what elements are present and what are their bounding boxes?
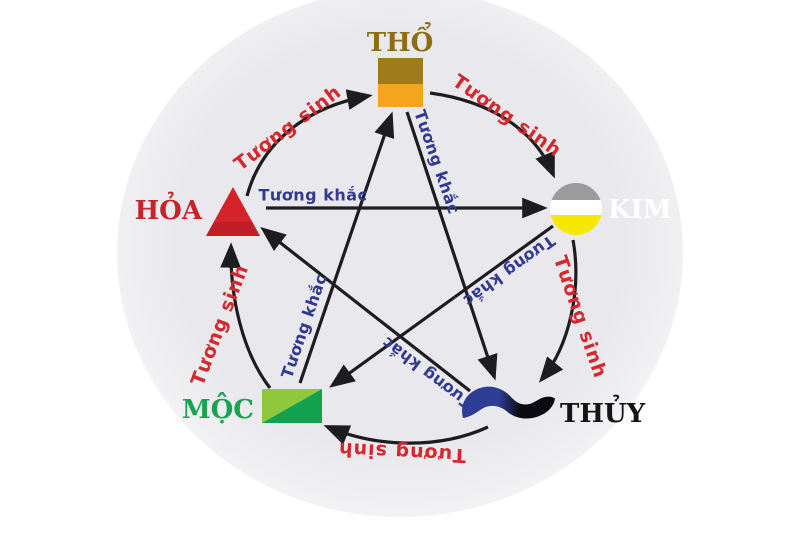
- sinh-arc-kim-thuy: [538, 239, 578, 383]
- metal-band-gray: [550, 183, 602, 200]
- earth-square-top: [378, 58, 423, 84]
- earth-square-icon: [378, 58, 423, 107]
- khac-arrow-thuy-hoa: [260, 227, 471, 393]
- sinh-arc-hoa-tho: [245, 89, 373, 197]
- khac-arrow-tho-thuy: [405, 111, 498, 381]
- metal-band-white: [550, 200, 602, 215]
- node-label-tho: THỔ: [367, 21, 434, 58]
- khac-arrow-moc-tho: [298, 111, 395, 384]
- node-label-moc: MỘC: [182, 391, 254, 425]
- sinh-arc-tho-kim: [429, 91, 555, 179]
- node-label-kim: KIM: [608, 195, 672, 225]
- khac-label-hoa-kim: Tương khắc: [258, 186, 367, 205]
- fire-triangle-shade: [206, 222, 260, 236]
- node-label-thuy: THỦY: [560, 394, 646, 429]
- earth-square-bottom: [378, 84, 423, 107]
- metal-circle-icon: [550, 183, 602, 235]
- wood-rect-dark: [262, 389, 322, 423]
- khac-arrow-kim-moc: [329, 224, 554, 388]
- khac-arrows: [260, 111, 554, 393]
- background-circle: [117, 0, 683, 517]
- sinh-arrows: [220, 89, 578, 445]
- wood-rect-icon: [262, 389, 322, 423]
- sinh-arc-thuy-moc: [323, 425, 489, 445]
- sinh-arc-moc-hoa: [220, 242, 272, 389]
- fire-triangle-icon: [206, 187, 260, 236]
- node-label-hoa: HỎA: [135, 191, 203, 226]
- metal-band-yellow: [550, 215, 602, 235]
- water-wave-icon: [462, 386, 555, 419]
